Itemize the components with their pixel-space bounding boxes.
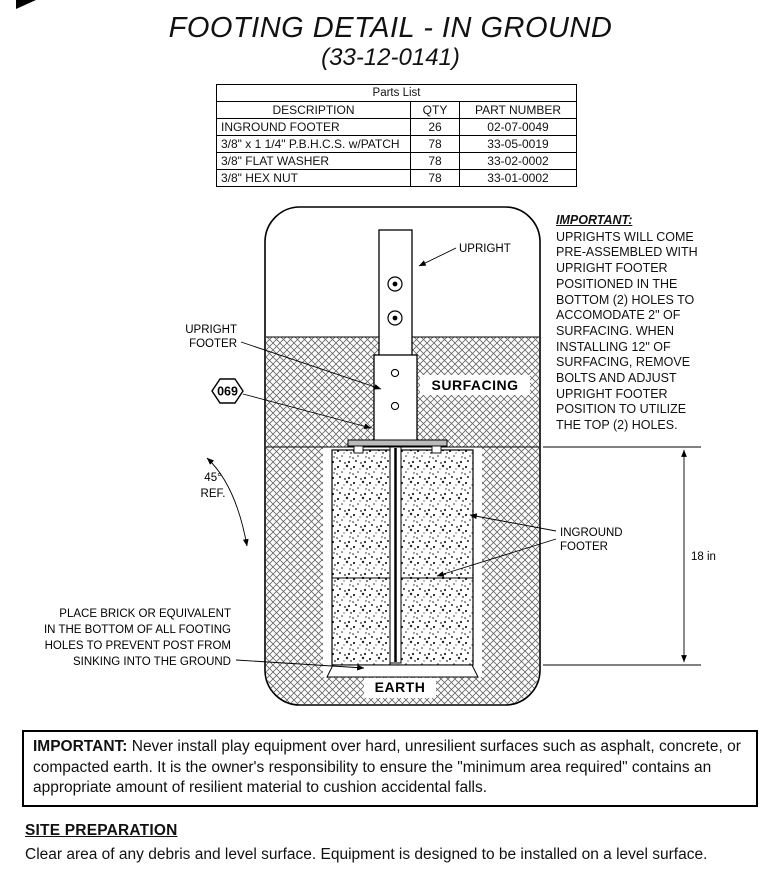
upright-label: UPRIGHT xyxy=(459,243,511,255)
upright-footer-label-line2: FOOTER xyxy=(189,338,237,350)
part-description: 3/8" HEX NUT xyxy=(216,169,411,187)
inground-footer-leader-line-1 xyxy=(469,513,557,532)
upright-leader-line xyxy=(418,247,457,267)
earth-label-backing xyxy=(364,678,436,698)
inground-footer-label-line1: INGROUND xyxy=(560,527,623,539)
part-qty: 26 xyxy=(410,118,460,136)
table-row: 3/8" FLAT WASHER 78 33-02-0002 xyxy=(216,152,577,170)
upright-footer-leader-line xyxy=(240,341,382,390)
site-preparation-heading: SITE PREPARATION xyxy=(25,822,178,839)
inground-footer-label-line2: FOOTER xyxy=(560,541,608,553)
bolt-hole-bottom-1 xyxy=(390,368,400,378)
bolt-hole-bottom-2 xyxy=(390,401,400,411)
warning-body: Never install play equipment over hard, … xyxy=(33,738,741,796)
column-header-part-number: PART NUMBER xyxy=(459,101,577,119)
angle-ref-label-line2: REF. xyxy=(201,488,226,500)
part-number: 33-01-0002 xyxy=(459,169,577,187)
brick-note-line1: PLACE BRICK OR EQUIVALENT xyxy=(59,608,231,620)
parts-list-header-row: DESCRIPTION QTY PART NUMBER xyxy=(216,101,577,119)
brick-base xyxy=(326,664,479,678)
table-row: INGROUND FOOTER 26 02-07-0049 xyxy=(216,118,577,136)
surfacing-label-backing xyxy=(420,375,530,395)
depth-dimension-label: 18 in xyxy=(691,551,716,563)
site-preparation-text: Clear area of any debris and level surfa… xyxy=(25,846,708,863)
footing-detail-diagram: EARTH SURFACING UPRIGHT UPRIGHT FOOTER xyxy=(0,200,781,735)
surfacing-label: SURFACING xyxy=(432,377,519,393)
warning-box: IMPORTANT: Never install play equipment … xyxy=(22,730,758,807)
earth-label: EARTH xyxy=(375,679,426,695)
angle-ref-arc xyxy=(206,457,249,547)
bolt-hole-top-2-center xyxy=(392,315,398,321)
brick-note-line3: HOLES TO PREVENT POST FROM xyxy=(45,640,231,652)
column-header-qty: QTY xyxy=(410,101,460,119)
warning-label: IMPORTANT: xyxy=(33,738,128,755)
brick-note-line2: IN THE BOTTOM OF ALL FOOTING xyxy=(44,624,231,636)
table-row: 3/8" HEX NUT 78 33-01-0002 xyxy=(216,169,577,187)
upright-footer-label-line1: UPRIGHT xyxy=(185,324,237,336)
inground-footer-concrete xyxy=(331,449,474,666)
upright-post xyxy=(378,229,413,358)
footer-plate xyxy=(347,439,448,447)
part-number: 02-07-0049 xyxy=(459,118,577,136)
detail-frame xyxy=(264,206,541,706)
angle-ref-label-line1: 45° xyxy=(204,472,221,484)
table-row: 3/8" x 1 1/4" P.B.H.C.S. w/PATCH 78 33-0… xyxy=(216,135,577,153)
brick-note-line4: SINKING INTO THE GROUND xyxy=(73,656,231,668)
parts-list-title: Parts List xyxy=(216,84,577,102)
part-badge-outline xyxy=(211,378,244,404)
column-header-description: DESCRIPTION xyxy=(216,101,411,119)
plate-bolt-left xyxy=(353,445,364,454)
brick-note-leader-line xyxy=(235,659,365,671)
parts-list-table: Parts List DESCRIPTION QTY PART NUMBER I… xyxy=(216,84,577,187)
part-qty: 78 xyxy=(410,135,460,153)
part-description: 3/8" FLAT WASHER xyxy=(216,152,411,170)
page-subtitle: (33-12-0141) xyxy=(321,44,460,71)
part-description: 3/8" x 1 1/4" P.B.H.C.S. w/PATCH xyxy=(216,135,411,153)
part-description: INGROUND FOOTER xyxy=(216,118,411,136)
part-qty: 78 xyxy=(410,152,460,170)
parts-list-title-row: Parts List xyxy=(216,84,577,102)
inground-footer-leader-line-2 xyxy=(436,538,557,577)
important-note: IMPORTANT: UPRIGHTS WILL COME PRE-ASSEMB… xyxy=(556,213,709,434)
important-note-body: UPRIGHTS WILL COME PRE-ASSEMBLED WITH UP… xyxy=(556,229,698,433)
part-number: 33-05-0019 xyxy=(459,135,577,153)
page-corner-mark xyxy=(16,0,36,9)
part-number: 33-02-0002 xyxy=(459,152,577,170)
part-qty: 78 xyxy=(410,169,460,187)
part-badge-label: 069 xyxy=(217,385,238,399)
plate-bolt-right xyxy=(431,445,442,454)
upright-footer-sleeve xyxy=(373,354,418,443)
bolt-hole-top-1-center xyxy=(392,281,398,287)
page-title: FOOTING DETAIL - IN GROUND xyxy=(168,12,613,44)
important-note-heading: IMPORTANT: xyxy=(556,213,633,227)
part-badge-leader-line xyxy=(242,393,372,430)
